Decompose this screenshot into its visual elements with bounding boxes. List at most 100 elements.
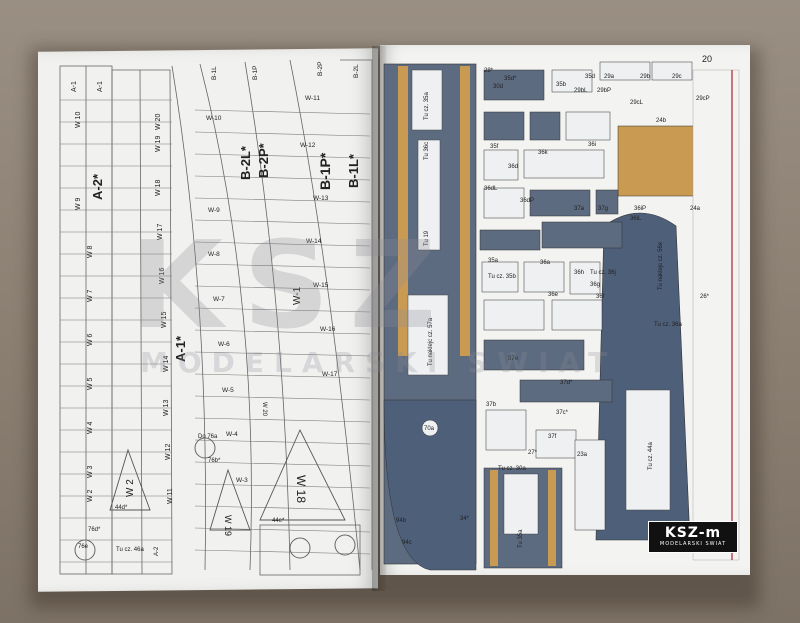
fan-division-line xyxy=(194,285,371,291)
svg-text:W-16: W-16 xyxy=(320,326,336,333)
svg-text:W-10: W-10 xyxy=(206,115,222,122)
svg-text:23a: 23a xyxy=(577,452,588,458)
label-b1p: B-1P* xyxy=(317,152,333,190)
svg-text:W-3: W-3 xyxy=(236,477,248,484)
svg-text:36iP: 36iP xyxy=(634,206,646,212)
left-column-labels: W 10 W 9 W 8 W 7 W 6 W 5 W 4 W 3 W 2 xyxy=(75,112,94,502)
svg-text:Tu 35a: Tu 35a xyxy=(518,529,524,548)
fan-division-line xyxy=(194,175,371,181)
svg-text:35b: 35b xyxy=(556,82,567,88)
svg-text:W 7: W 7 xyxy=(87,289,94,302)
fan-division-line xyxy=(194,263,371,269)
svg-text:W-15: W-15 xyxy=(313,282,329,289)
svg-text:24b: 24b xyxy=(656,118,667,124)
svg-text:35f: 35f xyxy=(490,144,499,150)
svg-text:36dL: 36dL xyxy=(484,186,498,192)
svg-text:Tu cz. 30a: Tu cz. 30a xyxy=(498,466,526,472)
svg-text:29bL: 29bL xyxy=(574,88,588,94)
fan-division-line xyxy=(194,219,371,225)
fan-division-line xyxy=(194,307,371,313)
svg-text:44d*: 44d* xyxy=(115,505,128,511)
svg-text:30d: 30d xyxy=(493,84,503,90)
svg-text:36e: 36e xyxy=(548,292,559,298)
svg-text:36dP: 36dP xyxy=(520,198,534,204)
fan-division-line xyxy=(194,527,371,533)
svg-text:W 6: W 6 xyxy=(87,333,94,346)
label-b1l: B-1L* xyxy=(346,153,361,188)
svg-text:W 20: W 20 xyxy=(155,114,162,130)
fan-division-line xyxy=(194,483,371,489)
mid-column-labels: W 20 W 19 W 18 W 17 W 16 W 15 W 14 W 13 … xyxy=(155,114,174,504)
svg-text:W-8: W-8 xyxy=(208,251,220,258)
svg-text:W-7: W-7 xyxy=(213,296,225,303)
svg-text:W 16: W 16 xyxy=(159,268,166,284)
wood-rail-1 xyxy=(398,66,408,356)
fan-division-line xyxy=(194,461,371,467)
ksz-logo: KSZ-m MODELARSKI SWIAT xyxy=(648,521,738,553)
svg-text:35a: 35a xyxy=(488,258,499,264)
svg-text:B-1L: B-1L xyxy=(211,66,218,80)
label-a1-top-2: A-1 xyxy=(97,81,104,92)
svg-text:94b: 94b xyxy=(396,518,407,524)
right-part-labels: 28* 30d 35d* 35b 35d 29a 29b 29c 29bL 29… xyxy=(396,68,710,546)
svg-text:W-9: W-9 xyxy=(208,207,220,214)
svg-text:B-2L: B-2L xyxy=(353,64,360,78)
fan-division-line xyxy=(194,417,371,423)
fan-division-line xyxy=(194,351,371,357)
svg-text:29cP: 29cP xyxy=(696,96,710,102)
svg-text:W 20: W 20 xyxy=(261,402,267,417)
svg-text:27*: 27* xyxy=(528,450,538,456)
fan-division-line xyxy=(194,197,371,203)
svg-text:W 9: W 9 xyxy=(75,197,82,210)
fan-division-line xyxy=(194,241,371,247)
svg-text:29cL: 29cL xyxy=(630,100,644,106)
svg-text:W-6: W-6 xyxy=(218,341,230,348)
page-number: 20 xyxy=(702,54,713,64)
label-w2: W 2 xyxy=(125,479,136,497)
svg-text:36a: 36a xyxy=(540,260,551,266)
svg-text:W-12: W-12 xyxy=(300,142,316,149)
svg-text:29a: 29a xyxy=(604,74,615,80)
fan-division-line xyxy=(194,373,371,379)
svg-text:76d*: 76d* xyxy=(88,527,101,533)
right-note-labels: Tu cz. 35a Tu naklejc cz. 57a Tu cz. 35b… xyxy=(424,92,682,548)
svg-text:36d: 36d xyxy=(508,164,518,170)
svg-text:W-17: W-17 xyxy=(322,371,338,378)
svg-text:W 17: W 17 xyxy=(157,224,164,240)
svg-text:37b: 37b xyxy=(486,402,497,408)
svg-text:W 5: W 5 xyxy=(87,377,94,390)
svg-text:29c: 29c xyxy=(672,74,682,80)
fan-division-line xyxy=(194,395,371,401)
fan-division-line xyxy=(194,131,371,137)
svg-text:36g: 36g xyxy=(590,282,600,288)
svg-text:W-13: W-13 xyxy=(313,195,329,202)
label-a1-top: A-1 xyxy=(71,81,78,92)
label-b2l: B-2L* xyxy=(238,145,253,180)
svg-text:Tu cz. 36a: Tu cz. 36a xyxy=(654,322,682,328)
svg-text:B-1P: B-1P xyxy=(252,66,259,80)
svg-text:34*: 34* xyxy=(460,516,470,522)
svg-text:W 13: W 13 xyxy=(163,400,170,416)
svg-text:Tu cz. 35b: Tu cz. 35b xyxy=(488,274,516,280)
fan-division-line xyxy=(194,153,371,159)
svg-text:W 18: W 18 xyxy=(155,180,162,196)
fan-division-line xyxy=(194,505,371,511)
svg-text:W-4: W-4 xyxy=(226,431,238,438)
svg-text:Tu 36c: Tu 36c xyxy=(424,142,430,160)
svg-text:36f: 36f xyxy=(596,294,605,300)
svg-text:35d*: 35d* xyxy=(504,76,517,82)
fan-division-line xyxy=(194,549,371,555)
fan-division-line xyxy=(194,109,371,115)
svg-text:B-2P: B-2P xyxy=(317,62,324,76)
svg-text:29b: 29b xyxy=(640,74,651,80)
label-a1: A-1* xyxy=(173,335,188,362)
svg-text:29bP: 29bP xyxy=(597,88,611,94)
svg-text:W 14: W 14 xyxy=(163,356,170,372)
label-w1: W-1 xyxy=(292,286,303,305)
misc-labels: 76d* 76e 44d* 44e* Tu cz. 46a A-2 Do 76a… xyxy=(78,402,285,556)
svg-text:W 19: W 19 xyxy=(155,136,162,152)
svg-text:W 12: W 12 xyxy=(165,444,172,460)
